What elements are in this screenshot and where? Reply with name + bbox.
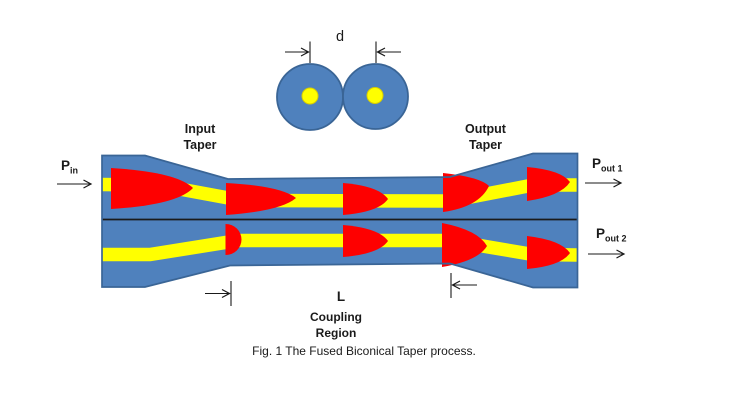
p-out1-main: P (592, 156, 602, 171)
figure-caption-text: Fig. 1 The Fused Biconical Taper process… (252, 344, 476, 358)
coupling-region-line1: Coupling (310, 310, 362, 324)
cross-section-right-core (366, 87, 384, 104)
light-pulse-bottom-2 (343, 225, 388, 257)
output-taper-line2: Taper (468, 137, 503, 152)
light-pulse-top-3 (343, 183, 388, 215)
p-in-label: Pin (61, 159, 78, 178)
p-out2-main: P (596, 226, 606, 241)
p-out1-sub: out 1 (601, 163, 623, 174)
light-pulse-bottom-4 (527, 236, 570, 269)
L-dimension (205, 273, 477, 306)
output-taper-label: Output Taper (445, 122, 526, 153)
d-dimension (285, 41, 401, 63)
p-in-main: P (61, 158, 71, 173)
p-in-sub: in (70, 165, 79, 176)
light-pulse-bottom-3 (442, 223, 487, 267)
coupling-region-label: Coupling Region (296, 309, 376, 341)
cross-section-left-core (301, 87, 319, 105)
coupling-region-line2: Region (315, 326, 357, 340)
coupler-outline (101, 152, 579, 289)
light-pulse-top-1 (111, 168, 193, 209)
coupling-length-label: L (331, 289, 351, 304)
p-out2-sub: out 2 (605, 233, 627, 244)
input-taper-line1: Input (184, 122, 216, 136)
p-out2-label: Pout 2 (596, 227, 627, 246)
d-label: d (336, 29, 344, 45)
input-taper-line2: Taper (183, 137, 217, 152)
fiber-cross-section (276, 63, 409, 131)
input-taper-label: Input Taper (160, 122, 240, 153)
d-label-text: d (336, 29, 345, 45)
p-out1-label: Pout 1 (592, 157, 623, 176)
light-pulse-bottom-1 (225, 224, 242, 255)
output-taper-line1: Output (465, 122, 506, 136)
figure-caption: Fig. 1 The Fused Biconical Taper process… (214, 344, 514, 358)
light-pulse-top-5 (527, 167, 570, 201)
light-pulse-top-2 (226, 183, 296, 215)
coupler-body (102, 153, 578, 288)
light-pulses (111, 167, 570, 269)
light-pulse-top-4 (443, 173, 489, 212)
coupling-length-text: L (336, 289, 346, 304)
